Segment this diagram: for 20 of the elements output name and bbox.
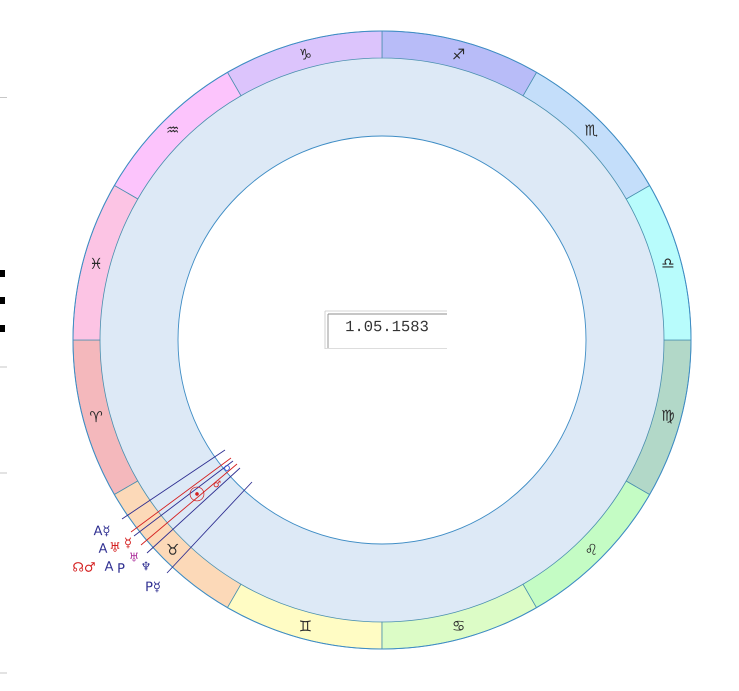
planet-symbol: A☿: [94, 526, 110, 536]
zodiac-sector: ♒: [114, 72, 242, 200]
planet-symbol: ☊♂: [73, 562, 95, 572]
zodiac-sector: ♎: [626, 185, 692, 340]
zodiac-sector: ♍: [626, 340, 692, 495]
zodiac-sector: ♈: [72, 340, 138, 495]
planet-symbol: P☿: [146, 582, 160, 592]
zodiac-sector: ♏: [522, 72, 650, 200]
planet-symbol: ☿: [125, 538, 131, 548]
planet-symbol: P: [118, 563, 124, 573]
zodiac-sector: ♊: [227, 584, 382, 650]
date-field: 1.05.1583: [324, 310, 448, 350]
zodiac-sector: ♋: [382, 584, 537, 650]
zodiac-sector: ♑: [227, 30, 382, 96]
zodiac-sector: ♐: [382, 30, 537, 96]
planet-symbol: ♆: [142, 562, 150, 570]
zodiac-sector: ♓: [72, 185, 138, 340]
planet-symbol: ♂: [214, 480, 220, 488]
planet-symbol: ♅: [130, 552, 138, 562]
zodiac-sector: ♌: [522, 480, 650, 608]
